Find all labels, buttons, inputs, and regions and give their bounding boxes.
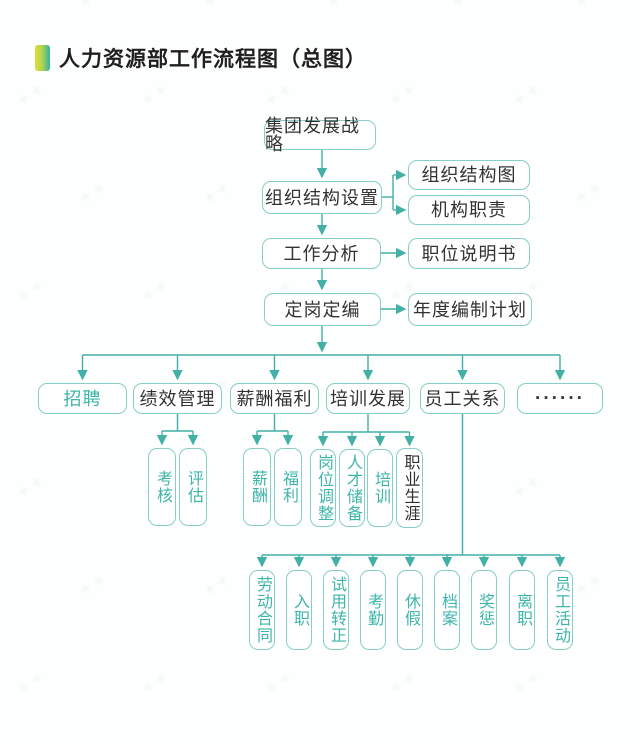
- node-evaluation: 评估: [179, 448, 207, 526]
- node-annual-staffing-plan: 年度编制计划: [408, 293, 532, 326]
- node-position-establishment: 定岗定编: [264, 293, 381, 326]
- node-employee-activities: 员工活动: [547, 570, 573, 650]
- node-leave: 休假: [397, 570, 423, 650]
- node-assessment: 考核: [148, 448, 176, 526]
- node-rewards-punishments: 奖惩: [471, 570, 497, 650]
- node-training: 培训: [367, 449, 393, 527]
- node-org-structure-setup: 组织结构设置: [262, 181, 382, 214]
- page-header: 人力资源部工作流程图（总图）: [35, 43, 367, 73]
- node-employee-relations: 员工关系: [420, 383, 505, 414]
- node-probation-confirmation: 试用转正: [323, 570, 349, 650]
- node-job-analysis: 工作分析: [262, 238, 381, 269]
- node-onboarding: 入职: [286, 570, 312, 650]
- node-job-description: 职位说明书: [408, 238, 530, 269]
- node-labor-contract: 劳动合同: [249, 570, 275, 650]
- node-org-duties: 机构职责: [408, 195, 530, 225]
- page-title: 人力资源部工作流程图（总图）: [59, 48, 367, 71]
- node-welfare: 福利: [274, 448, 302, 526]
- title-accent-bar-icon: [35, 45, 50, 71]
- node-recruitment: 招聘: [38, 383, 127, 414]
- node-attendance: 考勤: [360, 570, 386, 650]
- node-resignation: 离职: [509, 570, 535, 650]
- node-career: 职业生涯: [396, 448, 423, 528]
- node-talent-reserve: 人才储备: [339, 449, 365, 527]
- node-org-chart: 组织结构图: [408, 160, 530, 190]
- node-compensation-benefits: 薪酬福利: [230, 383, 319, 414]
- node-position-adjustment: 岗位调整: [310, 449, 336, 527]
- node-training-development: 培训发展: [326, 383, 410, 414]
- node-ellipsis: ······: [517, 383, 603, 414]
- node-salary: 薪酬: [243, 448, 271, 526]
- node-group-strategy: 集团发展战略: [264, 117, 376, 153]
- node-archives: 档案: [434, 570, 460, 650]
- node-performance-management: 绩效管理: [133, 383, 222, 414]
